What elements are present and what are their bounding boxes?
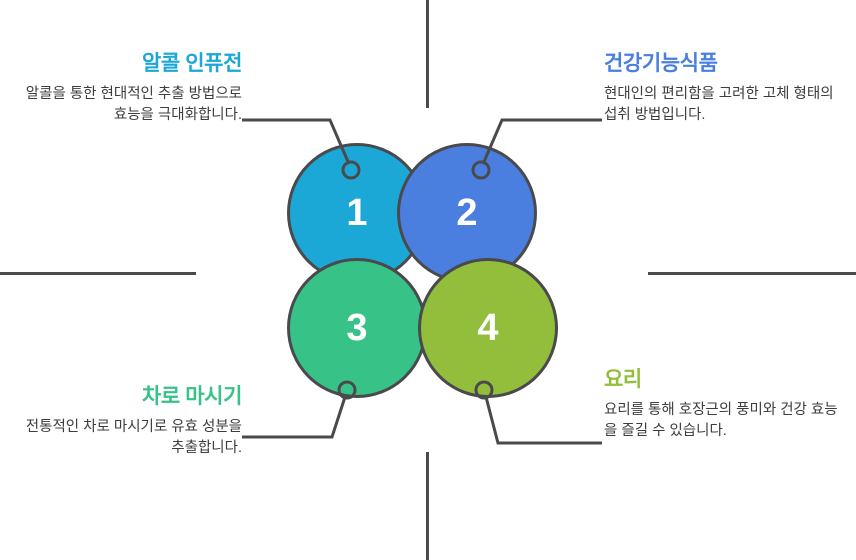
- venn-circle-3-number: 3: [346, 307, 368, 349]
- venn-circle-4-number: 4: [477, 307, 499, 349]
- callout-bottom-right-body: 요리를 통해 호장근의 풍미와 건강 효능을 즐길 수 있습니다.: [604, 402, 838, 440]
- venn-circle-3[interactable]: 3: [287, 258, 427, 398]
- callout-bottom-right: 요리 요리를 통해 호장근의 풍미와 건강 효능을 즐길 수 있습니다.: [604, 368, 840, 442]
- divider-line-horizontal-left: [0, 272, 196, 275]
- callout-top-right-title: 건강기능식품: [604, 52, 718, 75]
- divider-line-horizontal-right: [648, 272, 856, 275]
- callout-top-right: 건강기능식품 현대인의 편리함을 고려한 고체 형태의 섭취 방법입니다.: [604, 52, 840, 126]
- divider-line-vertical-bottom: [426, 452, 429, 560]
- callout-top-left: 알콜 인퓨전 알콜을 통한 현대적인 추출 방법으로 효능을 극대화합니다.: [10, 52, 243, 126]
- divider-line-vertical-top: [426, 0, 429, 108]
- callout-top-right-body: 현대인의 편리함을 고려한 고체 형태의 섭취 방법입니다.: [604, 86, 834, 124]
- callout-bottom-left-body: 전통적인 차로 마시기로 유효 성분을 추출합니다.: [25, 419, 242, 457]
- callout-bottom-left-title: 차로 마시기: [141, 385, 242, 408]
- callout-bottom-right-title: 요리: [604, 368, 642, 391]
- callout-bottom-left: 차로 마시기 전통적인 차로 마시기로 유효 성분을 추출합니다.: [10, 385, 243, 459]
- venn-circle-1-number: 1: [346, 192, 368, 234]
- venn-circle-group: 1 2 3 4: [280, 135, 570, 410]
- callout-top-left-body: 알콜을 통한 현대적인 추출 방법으로 효능을 극대화합니다.: [25, 86, 242, 124]
- venn-circle-2-number: 2: [456, 192, 478, 234]
- venn-circle-4[interactable]: 4: [418, 258, 558, 398]
- callout-top-left-title: 알콜 인퓨전: [141, 52, 242, 75]
